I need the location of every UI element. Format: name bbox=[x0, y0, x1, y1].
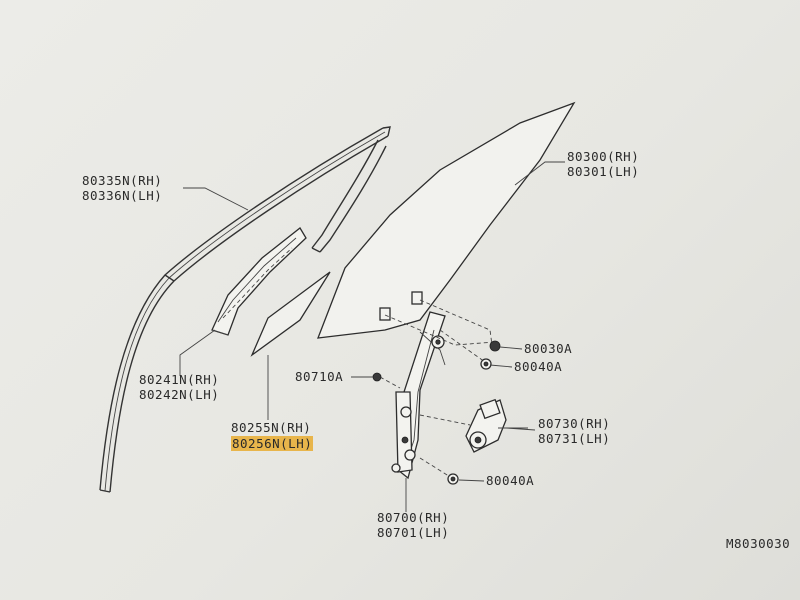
diagram-code: M8030030 bbox=[726, 536, 791, 551]
callout-motor-lh: 80731(LH) bbox=[538, 431, 611, 446]
small-quarter-glass bbox=[250, 271, 331, 357]
window-regulator bbox=[391, 311, 446, 512]
callout-nut-upper: 80040A bbox=[514, 359, 563, 374]
callout-motor-rh: 80730(RH) bbox=[538, 416, 611, 431]
callout-small-glass-rh: 80255N(RH) bbox=[231, 420, 312, 435]
corner-moulding bbox=[211, 227, 307, 336]
door-rail-weatherstrip bbox=[99, 126, 391, 493]
door-glass bbox=[317, 101, 576, 339]
bolt-80030a bbox=[489, 340, 501, 352]
callout-small-glass-lh: 80256N(LH) bbox=[231, 436, 314, 451]
screw-80710a bbox=[372, 372, 382, 382]
callout-nut-lower: 80040A bbox=[486, 473, 535, 488]
callout-corner-lh: 80242N(LH) bbox=[139, 387, 220, 402]
callout-corner-rh: 80241N(RH) bbox=[139, 372, 220, 387]
callout-regulator-lh: 80701(LH) bbox=[377, 525, 450, 540]
callout-glass-lh: 80301(LH) bbox=[567, 164, 640, 179]
callout-regulator-rh: 80700(RH) bbox=[377, 510, 450, 525]
run-channel bbox=[311, 139, 387, 253]
fasteners bbox=[372, 340, 501, 485]
leader-lines bbox=[179, 161, 565, 482]
callout-screw: 80710A bbox=[295, 369, 344, 384]
regulator-motor bbox=[465, 398, 528, 453]
callout-bolt: 80030A bbox=[524, 341, 573, 356]
highlighted-part-number: 80256N(LH) bbox=[231, 436, 314, 451]
callout-rail-lh: 80336N(LH) bbox=[82, 188, 163, 203]
assembly-lines bbox=[379, 299, 496, 479]
callout-rail-rh: 80335N(RH) bbox=[82, 173, 163, 188]
callout-glass-rh: 80300(RH) bbox=[567, 149, 640, 164]
